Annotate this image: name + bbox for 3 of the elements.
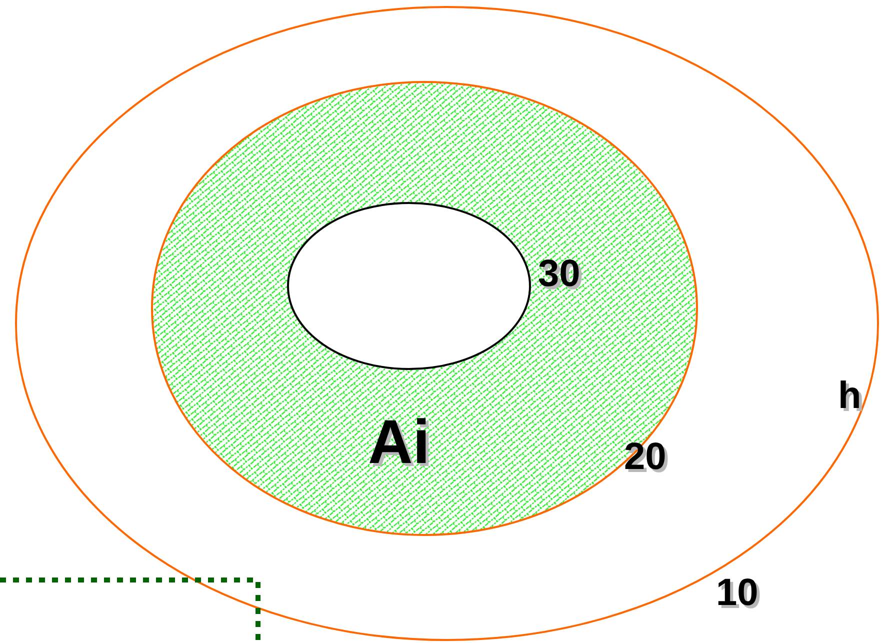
height-label: h (838, 377, 862, 415)
contour-value: 10 (716, 574, 758, 612)
contour-value: 20 (624, 438, 666, 476)
